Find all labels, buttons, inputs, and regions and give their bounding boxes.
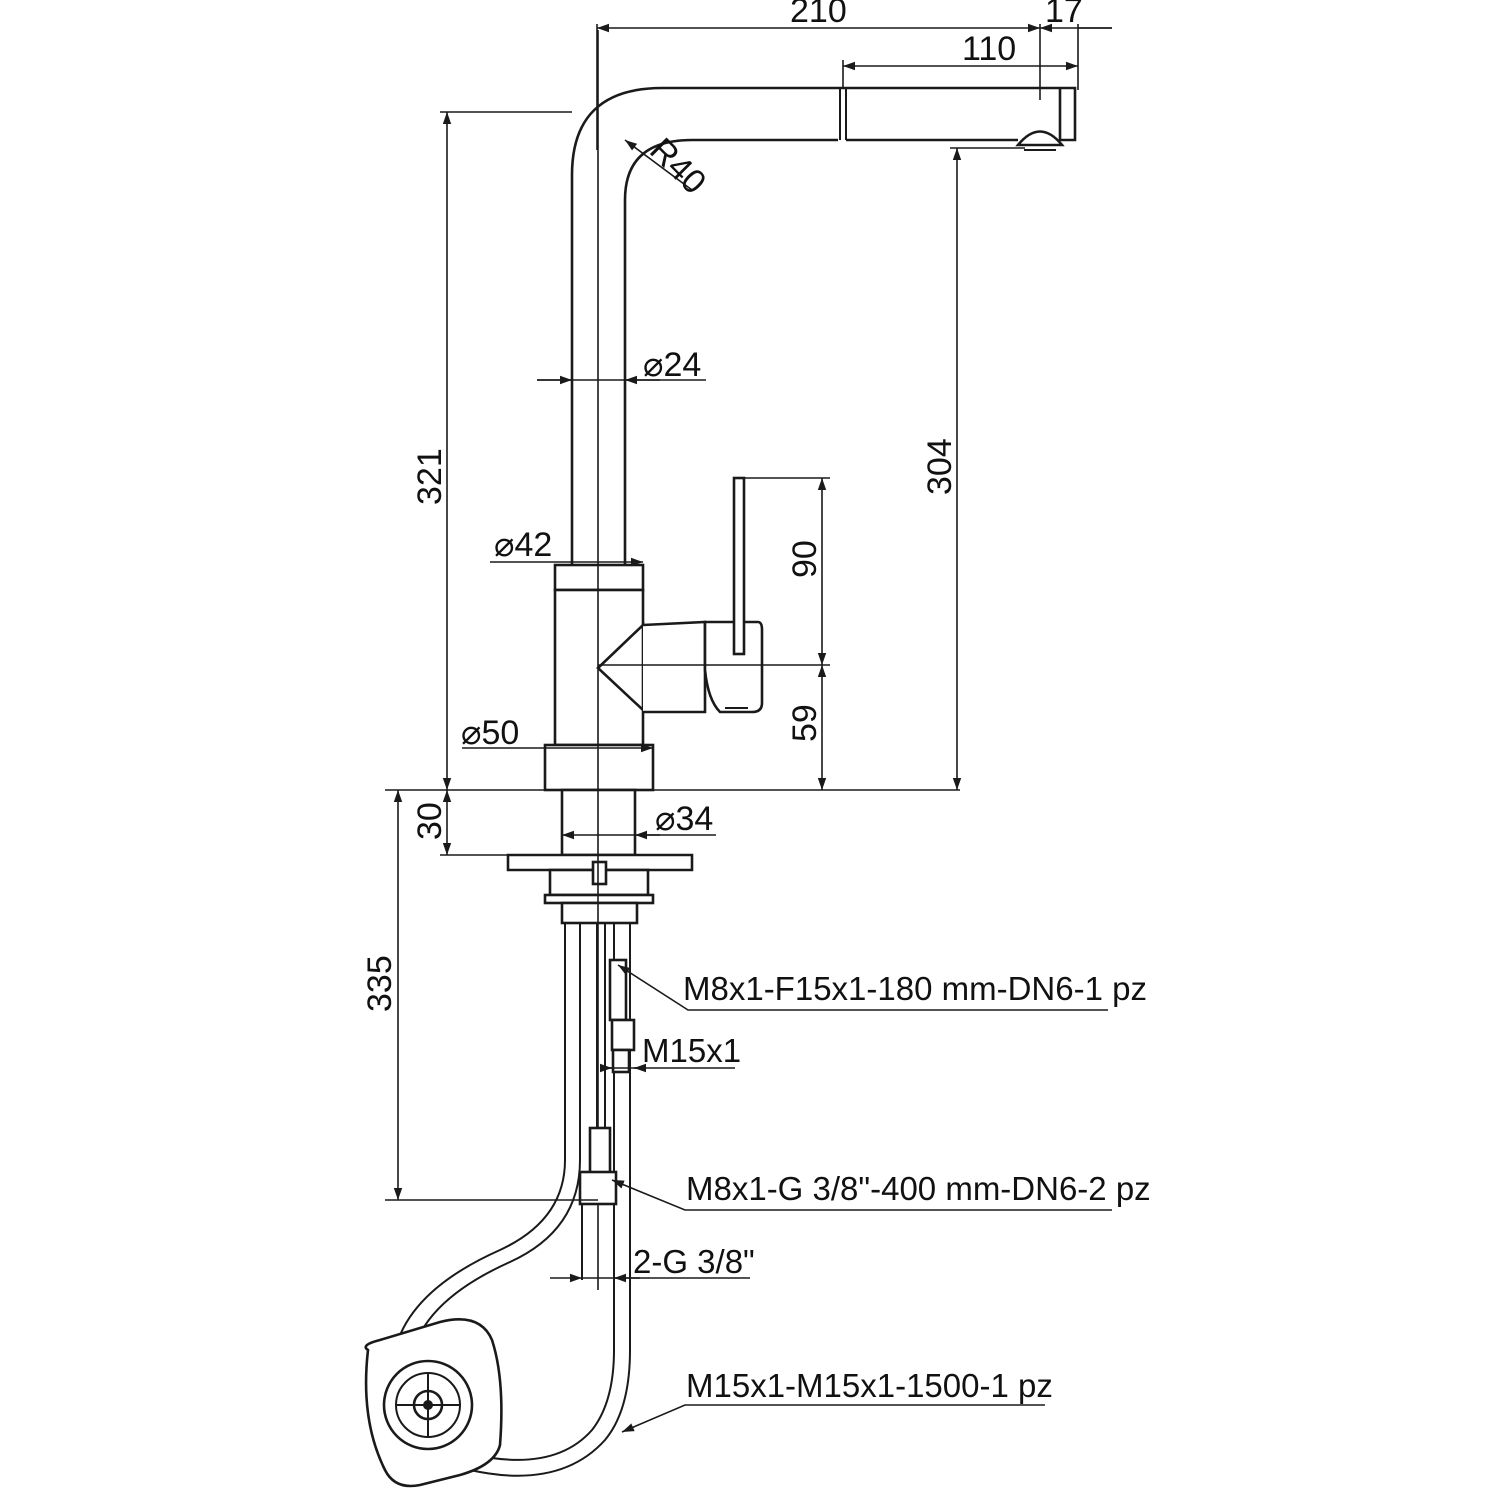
callout-labels: M8x1-F15x1-180 mm-DN6-1 pz M15x1 M8x1-G …: [633, 970, 1151, 1404]
dim-label-304: 304: [921, 438, 959, 495]
lever-housing: [642, 620, 707, 714]
leader-hose-long: [611, 1179, 1112, 1211]
lever-handle: [732, 476, 746, 656]
mounting-stud: [560, 901, 639, 925]
dim-label-30: 30: [411, 802, 449, 840]
aerator: [1015, 130, 1065, 147]
dim-label-210: 210: [790, 0, 847, 30]
lever-handle-block: [703, 620, 764, 714]
faucet-outline: [506, 30, 1077, 1290]
dim-label-d34: ⌀34: [655, 800, 713, 838]
stud-bolt: [591, 860, 608, 886]
spout-tube-inner: [623, 138, 838, 587]
callout-connection: 2-G 3/8": [633, 1243, 755, 1280]
dim-label-335: 335: [361, 955, 399, 1012]
dim-label-d24: ⌀24: [643, 346, 701, 384]
dimension-lines: [385, 23, 1112, 1433]
leader-hose-short: [617, 964, 1108, 1011]
dim-label-110: 110: [962, 30, 1016, 68]
dim-label-59: 59: [786, 704, 824, 742]
hose-coupling: [588, 1126, 612, 1175]
g38-nut: [578, 1170, 618, 1206]
dim-label-17: 17: [1045, 0, 1083, 30]
hose-fitting: [611, 1048, 631, 1074]
dim-label-d42: ⌀42: [494, 526, 552, 564]
callout-hose-short: M8x1-F15x1-180 mm-DN6-1 pz: [683, 970, 1147, 1007]
leader-pullout: [621, 1404, 1045, 1433]
base-collar: [543, 743, 655, 792]
upper-collar: [553, 563, 645, 592]
hoses: [393, 923, 636, 1477]
callout-hose-long: M8x1-G 3/8"-400 mm-DN6-2 pz: [686, 1170, 1151, 1207]
dim-line-r40: [624, 139, 693, 191]
dim-label-90: 90: [786, 540, 824, 578]
dim-label-321: 321: [411, 448, 449, 505]
m15-nut: [610, 1018, 636, 1052]
dim-label-d50: ⌀50: [461, 714, 519, 752]
callout-pullout: M15x1-M15x1-1500-1 pz: [686, 1367, 1053, 1404]
hose-counterweight: [364, 1318, 503, 1488]
callout-m15: M15x1: [642, 1032, 741, 1069]
